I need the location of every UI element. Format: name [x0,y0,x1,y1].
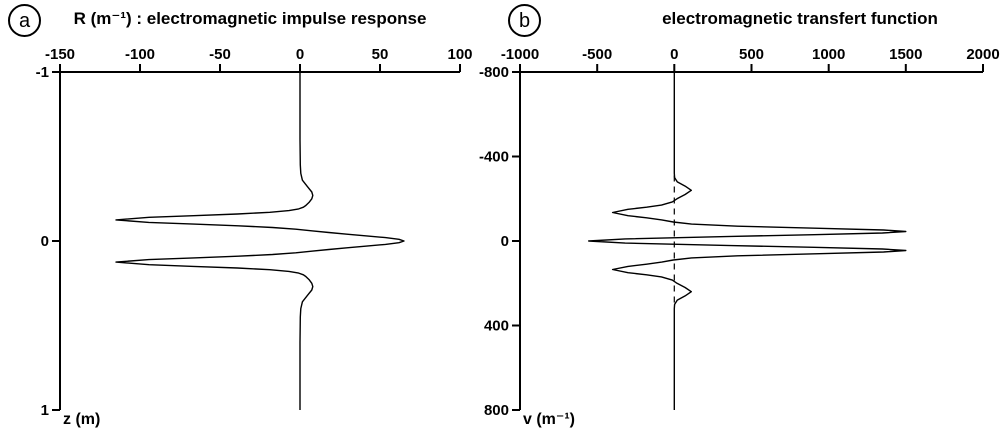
y-tick-label: -400 [479,149,509,166]
x-tick-label: 1000 [812,46,845,63]
y-tick-label: -800 [479,64,509,81]
panel-a-title: R (m⁻¹) : electromagnetic impulse respon… [73,9,427,28]
panel-b-title: electromagnetic transfert function [662,9,938,28]
x-tick-label: 0 [670,46,678,63]
x-tick-label: -1000 [501,46,539,63]
x-tick-label: 500 [739,46,764,63]
y-tick-label: 0 [41,233,49,250]
y-axis-label: z (m) [63,411,100,428]
panel-a-badge: a [8,4,41,37]
x-tick-label: -100 [125,46,155,63]
panel-b-badge: b [508,4,541,37]
x-tick-label: 0 [296,46,304,63]
x-tick-label: 100 [447,46,472,63]
curve [115,72,405,410]
x-tick-label: -150 [45,46,75,63]
x-tick-label: -500 [582,46,612,63]
panel-b-plot: -1000 -500 0 500 1000 1500 2000 -800 -400 0 400 800… [479,46,1000,428]
x-tick-label: 50 [372,46,389,63]
y-tick-label: 1 [41,402,49,419]
curve [587,72,907,410]
y-axis-label: v (m⁻¹) [523,411,575,428]
y-tick-label: 800 [484,402,509,419]
y-tick-label: 0 [501,233,509,250]
x-tick-label: -50 [209,46,231,63]
panel-a-plot: -150 -100 -50 0 50 100 -1 0 1 z (m) [36,46,473,428]
y-tick-label: -1 [36,64,49,81]
x-tick-label: 2000 [966,46,999,63]
x-tick-label: 1500 [889,46,922,63]
y-tick-label: 400 [484,318,509,335]
